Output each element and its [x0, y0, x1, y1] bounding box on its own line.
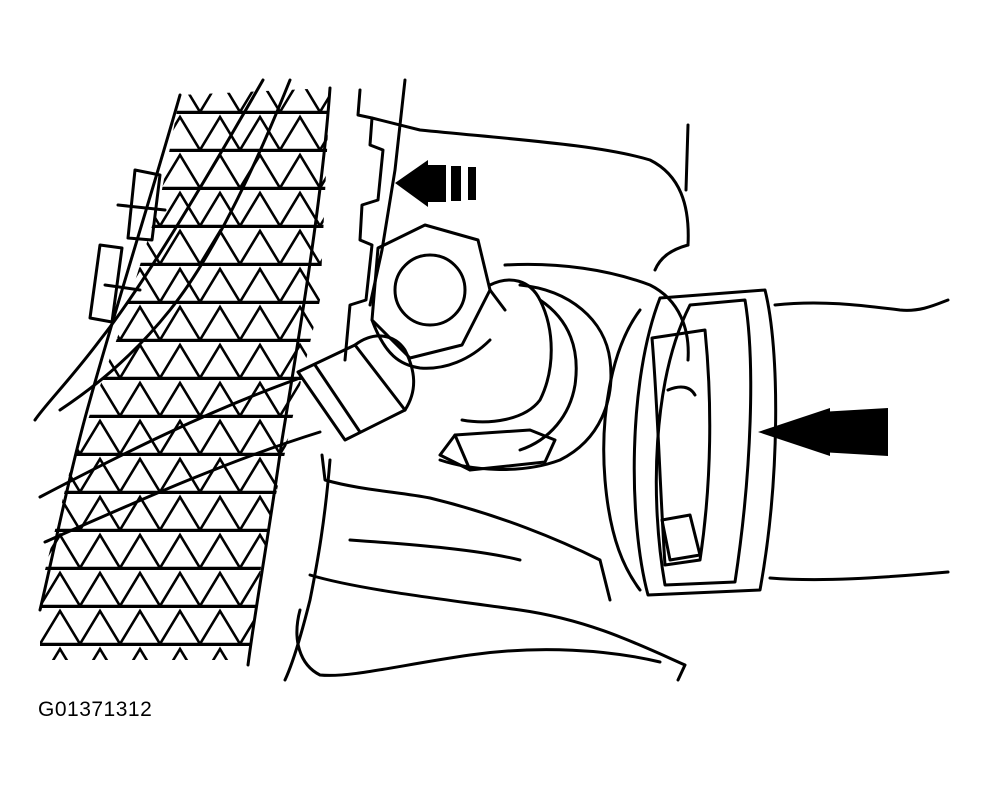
- cable-ferrule-band: [315, 365, 360, 432]
- left-connector-tabs: [105, 205, 165, 290]
- left-strap-inner: [60, 80, 290, 410]
- mesh-band-left-edge: [40, 95, 180, 610]
- hose-end-left: [604, 310, 640, 590]
- clamp-arrow: [758, 408, 888, 456]
- triangle-mesh-band: [40, 88, 330, 660]
- housing-drop-line: [350, 540, 520, 560]
- housing-left-wall: [285, 460, 330, 680]
- lock-nut: [440, 430, 555, 470]
- hose-upper: [775, 300, 948, 310]
- housing-bottom-lip: [297, 610, 660, 675]
- cable-ferrule-end: [355, 336, 414, 410]
- bracket-left-edge: [345, 90, 383, 360]
- nut-facets: [372, 290, 505, 368]
- adjuster-sleeve: [462, 280, 551, 422]
- housing-lower-contour: [322, 455, 610, 600]
- hex-nut: [372, 225, 490, 358]
- clamp-tab: [652, 330, 710, 565]
- hose-lower: [770, 572, 948, 580]
- nut-bore: [395, 255, 465, 325]
- clamp-tab-slot: [662, 515, 700, 560]
- upper-left-arrow: [395, 160, 476, 207]
- cable-ferrule: [298, 345, 405, 440]
- figure-code: G01371312: [38, 698, 153, 721]
- cable-upper: [40, 378, 300, 497]
- cable-lower: [45, 432, 320, 542]
- bracket-right-vertical: [655, 125, 688, 270]
- housing-top-contour: [505, 264, 688, 360]
- clamp-tab-shine: [668, 387, 695, 395]
- left-strap-outer: [35, 80, 263, 420]
- left-connector-lower: [90, 245, 122, 322]
- bracket-top-flange: [372, 118, 688, 245]
- lock-nut-edge: [455, 435, 470, 470]
- hose-clamp-band: [634, 290, 775, 595]
- hose-clamp-inner: [656, 300, 750, 585]
- mesh-band-right-edge: [248, 88, 330, 665]
- left-connector: [128, 170, 160, 240]
- adjuster-flange-outer: [440, 285, 611, 469]
- housing-lower-edge: [310, 575, 685, 680]
